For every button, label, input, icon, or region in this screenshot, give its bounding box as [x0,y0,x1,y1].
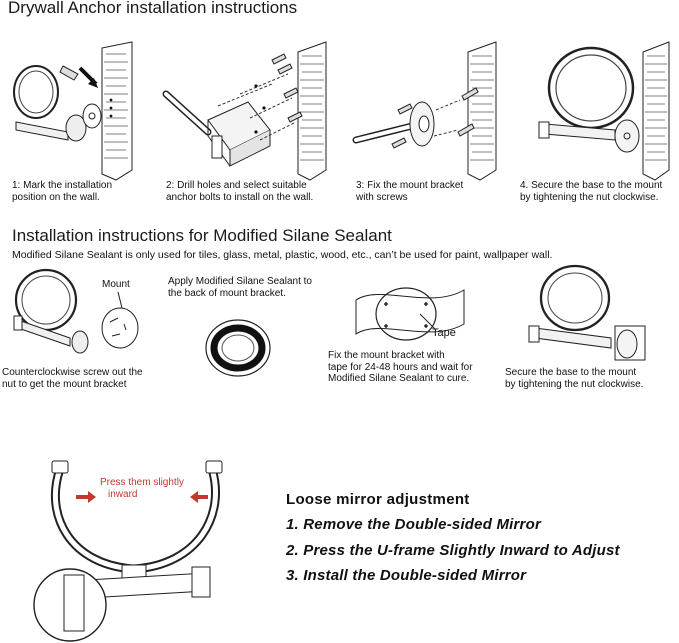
adjust-step-1: 1. Remove the Double-sided Mirror [286,516,541,533]
adjust-step-3: 3. Install the Double-sided Mirror [286,567,527,584]
section-title-sealant: Installation instructions for Modified S… [12,226,392,245]
sealant-step3-illustration [355,287,465,341]
sealant-note: Modified Silane Sealant is only used for… [12,249,553,261]
mount-leader-line [117,291,123,309]
section-title-drywall: Drywall Anchor installation instructions [8,0,298,17]
step4-illustration [538,41,670,181]
sealant-step3-caption: Fix the mount bracket with tape for 24-4… [328,350,473,384]
sealant-step4-caption: Secure the base to the mount by tighteni… [505,367,644,390]
press-inward-label: Press them slightly inward [100,477,184,500]
sealant-step4-illustration [528,264,646,361]
sealant-step1-illustration [13,268,139,354]
step1-caption: 1: Mark the installation position on the… [12,180,113,203]
step1-illustration [13,41,133,181]
step2-illustration [162,41,327,181]
mount-label: Mount [102,279,130,290]
loose-mirror-title: Loose mirror adjustment [286,491,470,508]
tape-label: Tape [432,327,456,339]
sealant-step2-caption: Apply Modified Silane Sealant to the bac… [168,276,312,299]
sealant-step2-illustration [205,319,271,377]
step3-illustration [352,41,497,181]
sealant-step1-caption: Counterclockwise screw out the nut to ge… [2,367,143,390]
step2-caption: 2: Drill holes and select suitable ancho… [166,180,314,203]
step4-caption: 4. Secure the base to the mount by tight… [520,180,663,203]
step3-caption: 3: Fix the mount bracket with screws [356,180,464,203]
u-frame-illustration [33,460,223,642]
adjust-step-2: 2. Press the U-frame Slightly Inward to … [286,542,620,559]
